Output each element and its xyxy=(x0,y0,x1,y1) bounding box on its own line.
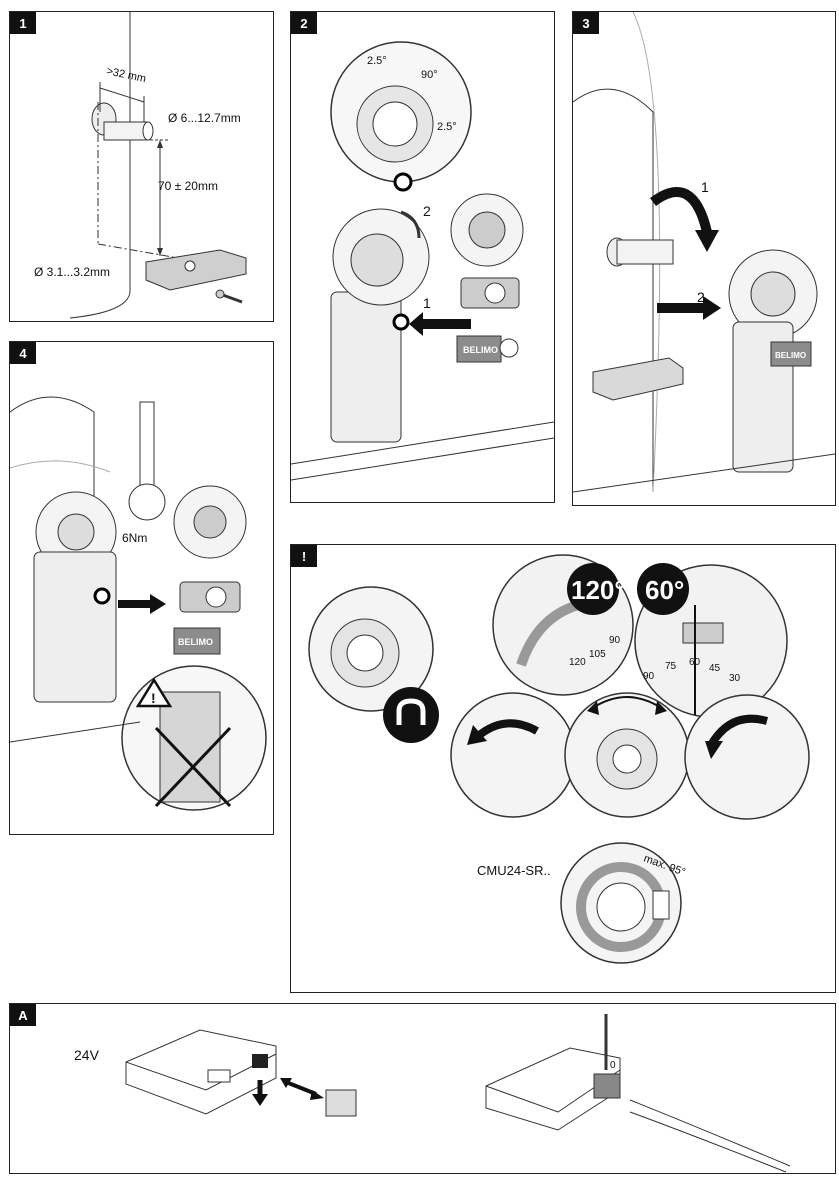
angle-limit-diagram: 120° 120 105 90 60° 90 75 60 45 30 CMU24… xyxy=(308,554,810,964)
step-rotate-label: 2 xyxy=(423,203,431,219)
dial-120-tick-1: 105 xyxy=(589,649,606,660)
angle-small-top: 2.5° xyxy=(367,55,387,67)
tighten-diagram: 6Nm BELIMO ! xyxy=(10,396,267,811)
voltage-label: 24V xyxy=(74,1047,100,1063)
panel-4-tighten: 4 6Nm BELIMO ! xyxy=(9,341,274,835)
step-2-label: 2 xyxy=(697,289,705,305)
brand-tag-4: BELIMO xyxy=(178,637,213,647)
warning-icon xyxy=(135,677,173,708)
angle-60-label: 60° xyxy=(645,575,684,605)
panel-angle-limit: ! 120° 120 105 90 60° 90 75 60 45 30 xyxy=(290,544,836,993)
step-badge-3: 3 xyxy=(573,12,599,34)
screw-mark: 0 xyxy=(610,1060,616,1071)
angle-60-badge xyxy=(637,563,689,615)
mount-diagram: 1 2 BELIMO xyxy=(573,12,835,493)
angle-120-label: 120° xyxy=(571,575,625,605)
panel-3-mount-actuator: 3 1 2 BELIMO xyxy=(572,11,836,506)
step-badge-4: 4 xyxy=(10,342,36,364)
dial-120-tick-2: 90 xyxy=(609,635,621,646)
dial-60-tick-1: 75 xyxy=(665,661,677,672)
dial-60-tick-2: 60 xyxy=(689,657,701,668)
angle-small-right: 2.5° xyxy=(437,121,457,133)
warning-symbol: ! xyxy=(151,690,156,706)
dial-60-tick-3: 45 xyxy=(709,663,721,674)
step-badge-2: 2 xyxy=(291,12,317,34)
brand-tag-3: BELIMO xyxy=(775,351,806,360)
panel-1-shaft-preparation: 1 >32 mm Ø 6...12.7mm 70 ± 20mm Ø 3.1...… xyxy=(9,11,274,322)
angle-90: 90° xyxy=(421,69,438,81)
step-push-label: 1 xyxy=(423,295,431,311)
dial-60-tick-0: 90 xyxy=(643,671,655,682)
hole-diameter-label: Ø 3.1...3.2mm xyxy=(34,265,110,279)
step-badge-a: A xyxy=(10,1004,36,1026)
brand-tag-2: BELIMO xyxy=(463,345,498,355)
model-label: CMU24-SR.. xyxy=(477,863,551,878)
step-badge-exclamation: ! xyxy=(291,545,317,567)
shaft-diameter-label: Ø 6...12.7mm xyxy=(168,111,241,125)
dial-60-tick-4: 30 xyxy=(729,673,741,684)
min-distance-label: >32 mm xyxy=(105,65,147,85)
magnet-badge xyxy=(383,687,439,743)
step-badge-1: 1 xyxy=(10,12,36,34)
height-label: 70 ± 20mm xyxy=(158,179,218,193)
wiring-diagram: 24V 0 xyxy=(74,1014,791,1173)
panel-2-adapter-setup: 2 2.5° 90° 2.5° 2 1 BELIMO xyxy=(290,11,555,503)
angle-120-badge xyxy=(567,563,619,615)
adapter-diagram: 2.5° 90° 2.5° 2 1 BELIMO xyxy=(291,41,554,481)
dial-120-tick-0: 120 xyxy=(569,657,586,668)
panel-a-wiring: A 24V 0 xyxy=(9,1003,836,1174)
torque-label: 6Nm xyxy=(122,531,147,545)
magnet-icon xyxy=(393,172,413,192)
step-1-label: 1 xyxy=(701,179,709,195)
shaft-diagram: >32 mm Ø 6...12.7mm 70 ± 20mm Ø 3.1...3.… xyxy=(34,12,247,319)
